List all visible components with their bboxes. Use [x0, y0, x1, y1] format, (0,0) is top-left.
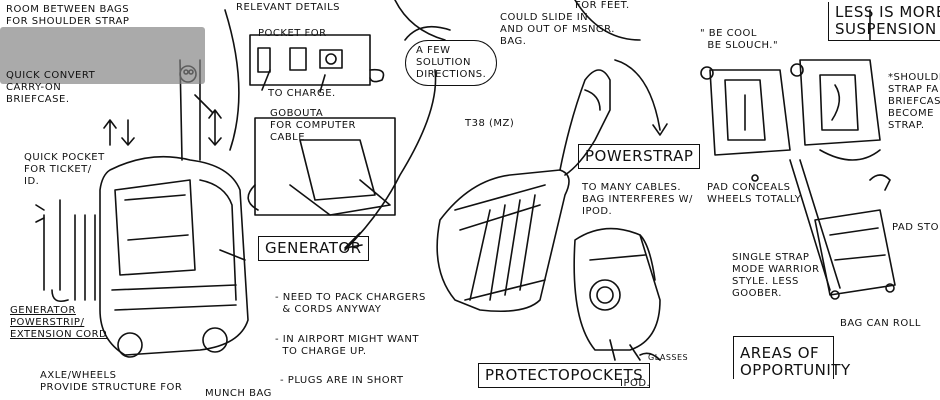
note-glasses: GLASSES [648, 353, 689, 362]
note-to-many-cables: TO MANY CABLES. BAG INTERFERES W/ IPOD. [582, 182, 693, 217]
heading-generator: GENERATOR [258, 236, 369, 261]
gray-overlay-panel [0, 27, 205, 84]
note-generator-powerstrip: GENERATOR POWERSTRIP/ EXTENSION CORD [10, 305, 108, 340]
note-could-slide: COULD SLIDE IN AND OUT OF MSNGR. BAG. [500, 12, 615, 47]
note-pad-conceals: PAD CONCEALS WHEELS TOTALLY [707, 182, 802, 205]
note-plugs: - PLUGS ARE IN SHORT [280, 375, 404, 386]
protecto-pocket-sketch [573, 227, 661, 361]
heading-areas-of-opportunity: AREAS OF OPPORTUNITY [733, 336, 850, 379]
note-pocket-for: POCKET FOR [258, 28, 327, 39]
note-axle-wheels: AXLE/WHEELS PROVIDE STRUCTURE FOR [40, 370, 183, 393]
smiley-sketch [700, 66, 714, 80]
connector-lines [224, 0, 641, 251]
note-be-cool: " BE COOL BE SLOUCH." [700, 28, 779, 51]
note-relevant-details: RELEVANT DETAILS [236, 2, 341, 13]
note-in-airport: - IN AIRPORT MIGHT WANT TO CHARGE UP. [275, 334, 419, 357]
heading-less-is-more: LESS IS MORE: SUSPENSION [828, 2, 940, 41]
note-pad-stor: PAD STOR [892, 222, 940, 233]
heading-powerstrap: POWERSTRAP [578, 144, 701, 169]
note-for-feet: FOR FEET. [575, 0, 630, 11]
wheel-bag-sketches [709, 59, 896, 300]
note-munch-bag: MUNCH BAG [205, 388, 272, 399]
note-to-charge: TO CHARGE. [268, 88, 336, 99]
note-quick-convert: QUICK CONVERT CARRY-ON BRIEFCASE. [6, 70, 96, 105]
laptop-sketch [247, 117, 396, 216]
note-bag-can-roll: BAG CAN ROLL [840, 318, 921, 329]
note-few-solution: A FEW SOLUTION DIRECTIONS. [405, 40, 498, 86]
note-quick-pocket: QUICK POCKET FOR TICKET/ ID. [24, 152, 105, 187]
note-t38: T38 (MZ) [465, 118, 515, 129]
t38-bag-sketch [436, 69, 611, 313]
heading-protectopockets: PROTECTOPOCKETS [478, 363, 651, 388]
rolling-bag-sketch [35, 59, 249, 358]
note-shoulder-strap: *SHOULDER STRAP FA BRIEFCAS BECOME STRAP… [888, 72, 940, 131]
note-gobouta: GOBOUTA FOR COMPUTER CABLE [270, 108, 356, 143]
note-need-pack: - NEED TO PACK CHARGERS & CORDS ANYWAY [275, 292, 426, 315]
note-room-between-bags: ROOM BETWEEN BAGS FOR SHOULDER STRAP [6, 4, 130, 27]
note-single-strap: SINGLE STRAP MODE WARRIOR STYLE. LESS GO… [732, 252, 820, 299]
note-ipod: IPOD. [620, 378, 651, 389]
device-pocket-sketch [249, 34, 385, 93]
